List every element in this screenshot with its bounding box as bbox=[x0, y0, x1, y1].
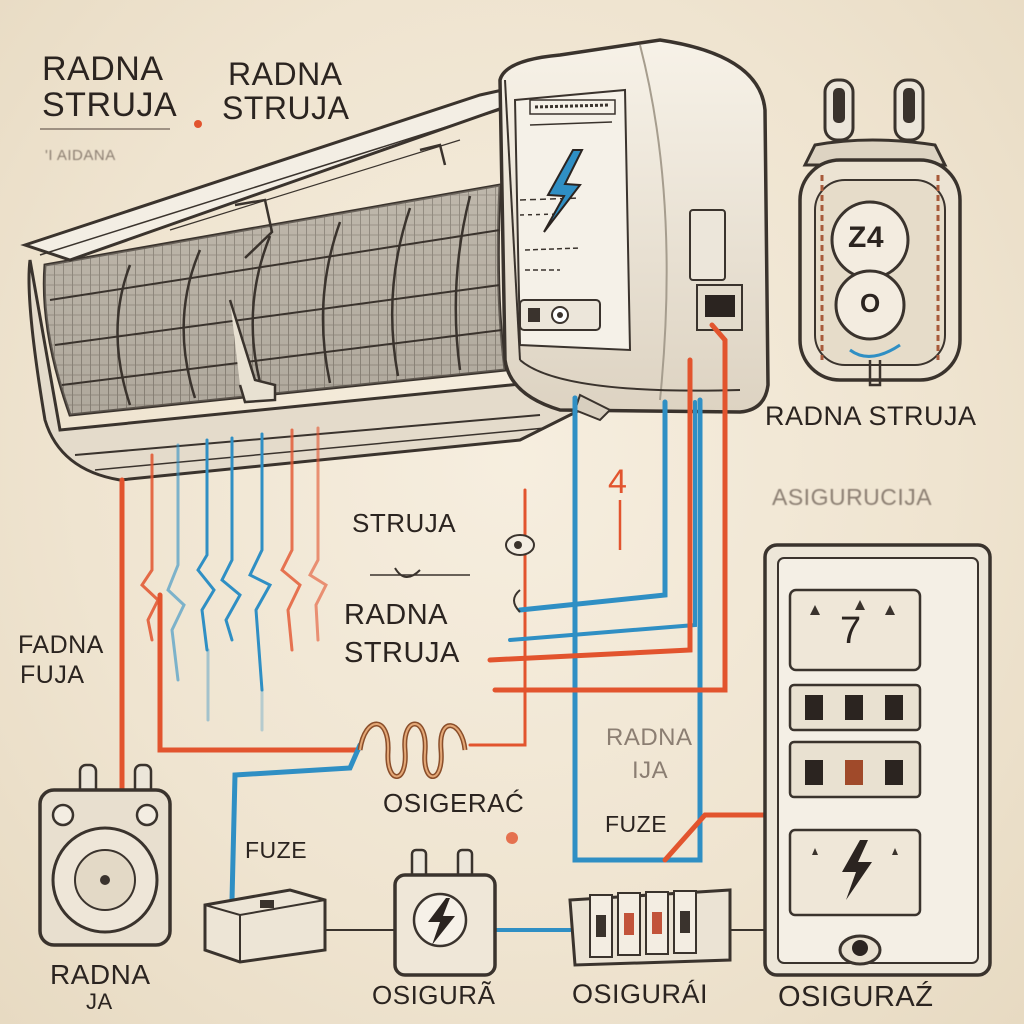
label-center-struja-2: STRUJA bbox=[344, 637, 460, 669]
scribble-line bbox=[40, 128, 170, 130]
label-top-mid-struja: STRUJA bbox=[222, 90, 350, 126]
label-top-left-sub: 'I AIDANA bbox=[45, 147, 116, 164]
label-bottom-osigurac-3: OSIGURAŹ bbox=[778, 981, 934, 1013]
plug-zero: O bbox=[860, 288, 881, 318]
current-lines bbox=[140, 426, 328, 732]
label-bottom-osigurac-2: OSIGURÁI bbox=[572, 979, 709, 1009]
label-right-faint: ASIGURUCIJA bbox=[772, 484, 933, 510]
label-fuze-left: FUZE bbox=[245, 837, 308, 863]
label-fuze-right: FUZE bbox=[605, 811, 668, 837]
label-osigurac-center: OSIGERAĆ bbox=[383, 788, 525, 818]
connector-dots bbox=[194, 120, 622, 844]
label-left-fadna: FADNA bbox=[18, 631, 104, 659]
label-radna-faint: RADNA bbox=[606, 724, 693, 751]
label-ija-faint: IJA bbox=[632, 757, 669, 784]
lightning-bolt-icon bbox=[543, 149, 584, 233]
label-bottom-osigurac-1: OSIGURÃ bbox=[372, 980, 496, 1010]
label-center-struja: STRUJA bbox=[352, 508, 457, 538]
plug-icon bbox=[798, 78, 962, 387]
label-right-radna-struja: RADNA STRUJA bbox=[765, 401, 977, 431]
wires bbox=[119, 322, 771, 932]
label-bottom-left-ja: JA bbox=[86, 989, 113, 1014]
label-top-left-struja: STRUJA bbox=[42, 86, 178, 124]
label-top-mid-radna: RADNA bbox=[228, 56, 343, 92]
ac-indoor-unit bbox=[20, 38, 770, 482]
fuse-icon bbox=[203, 888, 327, 964]
label-center-radna: RADNA bbox=[344, 599, 449, 631]
red-number: 4 bbox=[608, 463, 628, 501]
breaker-panel-icon bbox=[763, 543, 992, 977]
coil-icon bbox=[357, 721, 468, 779]
outlet-icon bbox=[38, 763, 172, 947]
din-breakers bbox=[568, 888, 732, 967]
label-bottom-left-radna: RADNA bbox=[50, 959, 151, 990]
label-top-left-radna: RADNA bbox=[42, 50, 164, 88]
label-left-fuja: FUJA bbox=[20, 661, 85, 689]
plug-number: Z4 bbox=[848, 221, 885, 254]
adapter-icon bbox=[393, 848, 497, 977]
panel-number: 7 bbox=[840, 610, 862, 652]
